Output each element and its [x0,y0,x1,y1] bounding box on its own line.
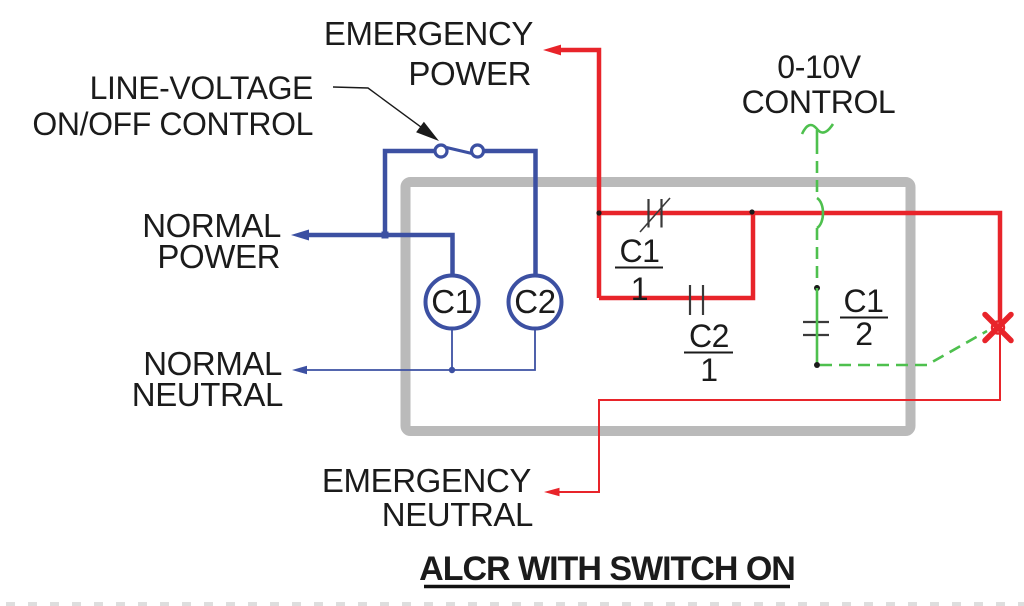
control-continuation-squiggle-icon [800,123,835,135]
contact-pole-label: 1 [631,271,648,307]
label-contact-c1-2: C1 2 [840,283,888,352]
contact-coil-label: C1 [843,283,883,319]
wire-switch-to-coil-c2 [484,148,538,276]
label-line1: LINE-VOLTAGE [90,70,313,106]
label-line1: NORMAL [143,345,282,382]
junction-normal-neutral [448,366,456,374]
splice-circle-slash [992,322,1004,333]
switch-contact-right [469,143,486,159]
junction-normal-power [381,231,389,239]
emergency-neutral-arrow-icon [544,487,560,497]
contact-coil-label: C1 [619,233,659,269]
line-voltage-switch [433,143,486,159]
wire-switch-left-riser [382,148,434,235]
leader-arrow-icon [416,121,439,141]
diagram-title: ALCR WITH SWITCH ON [419,550,796,589]
wire-control-dashed-to-splice [820,329,988,367]
label-line2: CONTROL [742,84,896,120]
contact-c1-1-symbol [639,197,671,233]
wire-contact-c1-1-branch [599,210,1003,322]
label-emergency-power: EMERGENCY POWER [324,15,534,92]
contact-slash [639,197,671,233]
switch-leader [332,86,439,141]
label-line2: POWER [157,238,280,275]
emergency-power-circuit [543,44,1014,497]
relay-coil-c2-label: C2 [514,283,555,320]
junction-control-bottom [814,362,820,368]
label-emergency-neutral: EMERGENCY NEUTRAL [322,462,534,533]
label-line2: POWER [408,55,531,92]
junction-red-left [596,210,602,216]
label-line2: NEUTRAL [132,376,283,413]
wire-emergency-power-feed [557,47,602,298]
label-normal-neutral: NORMAL NEUTRAL [132,345,284,413]
label-line2: NEUTRAL [382,496,533,533]
wire-contact-c2-1-branch [599,213,756,301]
normal-power-arrow-icon [291,229,309,241]
relay-coil-c1-label: C1 [431,283,472,320]
label-line1: 0-10V [777,49,861,85]
wire-normal-power-feed [302,232,455,276]
label-line1: EMERGENCY [324,15,533,52]
contact-pole-label: 2 [855,316,872,352]
emergency-power-arrow-icon [543,44,561,56]
alcr-enclosure-box [400,177,916,436]
label-contact-c1-1: C1 1 [615,233,663,307]
wire-normal-neutral [302,328,536,371]
label-line2: ON/OFF CONTROL [32,106,313,142]
label-contact-c2-1: C2 1 [684,318,733,388]
switch-blade [446,145,473,156]
label-0-10v-control: 0-10V CONTROL [742,49,896,120]
dimming-control-circuit [800,123,988,368]
splice-circle [990,320,1006,335]
contact-pole-label: 1 [700,352,717,388]
normal-power-circuit: C1 C2 [291,143,564,375]
label-line-voltage-control: LINE-VOLTAGE ON/OFF CONTROL [32,70,313,142]
contact-c2-1-symbol [688,285,705,315]
wire-control-hop-over-red [816,196,825,230]
label-line1: NORMAL [142,207,281,244]
wire-emergency-neutral [550,333,1001,493]
dimmed-hot-splice-icon [982,311,1014,344]
label-normal-power: NORMAL POWER [142,207,281,275]
contact-coil-label: C2 [689,318,729,354]
junction-red-right [749,209,755,215]
normal-neutral-arrow-icon [292,365,307,375]
switch-contact-left [433,143,449,159]
label-line1: EMERGENCY [322,462,531,499]
leader-line [332,86,426,131]
title-text: ALCR WITH SWITCH ON [419,550,795,588]
